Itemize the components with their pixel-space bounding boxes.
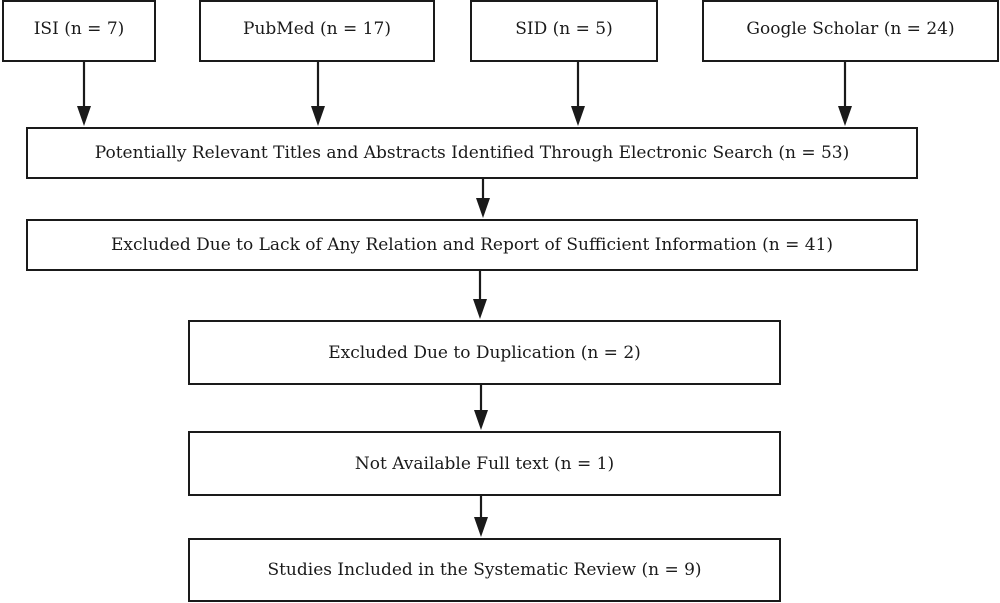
identified-records-label: Potentially Relevant Titles and Abstract… <box>94 143 850 163</box>
arrow-pubmed-head <box>311 106 325 126</box>
arrow-sid-head <box>571 106 585 126</box>
arrow-google-head <box>838 106 852 126</box>
excluded-irrelevant-box: Excluded Due to Lack of Any Relation and… <box>26 219 918 271</box>
excluded-irrelevant-label: Excluded Due to Lack of Any Relation and… <box>110 235 834 255</box>
arrow-lack-head <box>473 299 487 319</box>
studies-included-label: Studies Included in the Systematic Revie… <box>267 560 702 580</box>
excluded-duplication-label: Excluded Due to Duplication (n = 2) <box>328 342 641 363</box>
excluded-duplication-box: Excluded Due to Duplication (n = 2) <box>188 320 781 385</box>
source-label-sid: SID (n = 5) <box>515 19 613 39</box>
no-full-text-box: Not Available Full text (n = 1) <box>188 431 781 496</box>
no-full-text-label: Not Available Full text (n = 1) <box>354 453 615 474</box>
source-label-google-scholar: Google Scholar (n = 24) <box>746 19 955 39</box>
arrow-dup-head <box>474 410 488 430</box>
arrow-titles-head <box>476 198 490 218</box>
identified-records-box: Potentially Relevant Titles and Abstract… <box>26 127 918 179</box>
source-label-pubmed: PubMed (n = 17) <box>243 19 391 39</box>
source-box-sid: SID (n = 5) <box>470 0 658 62</box>
source-label-isi: ISI (n = 7) <box>33 19 125 39</box>
arrow-isi-head <box>77 106 91 126</box>
studies-included-box: Studies Included in the Systematic Revie… <box>188 538 781 602</box>
arrow-fulltext-head <box>474 517 488 537</box>
source-box-google-scholar: Google Scholar (n = 24) <box>702 0 999 62</box>
source-box-isi: ISI (n = 7) <box>2 0 156 62</box>
source-box-pubmed: PubMed (n = 17) <box>199 0 435 62</box>
